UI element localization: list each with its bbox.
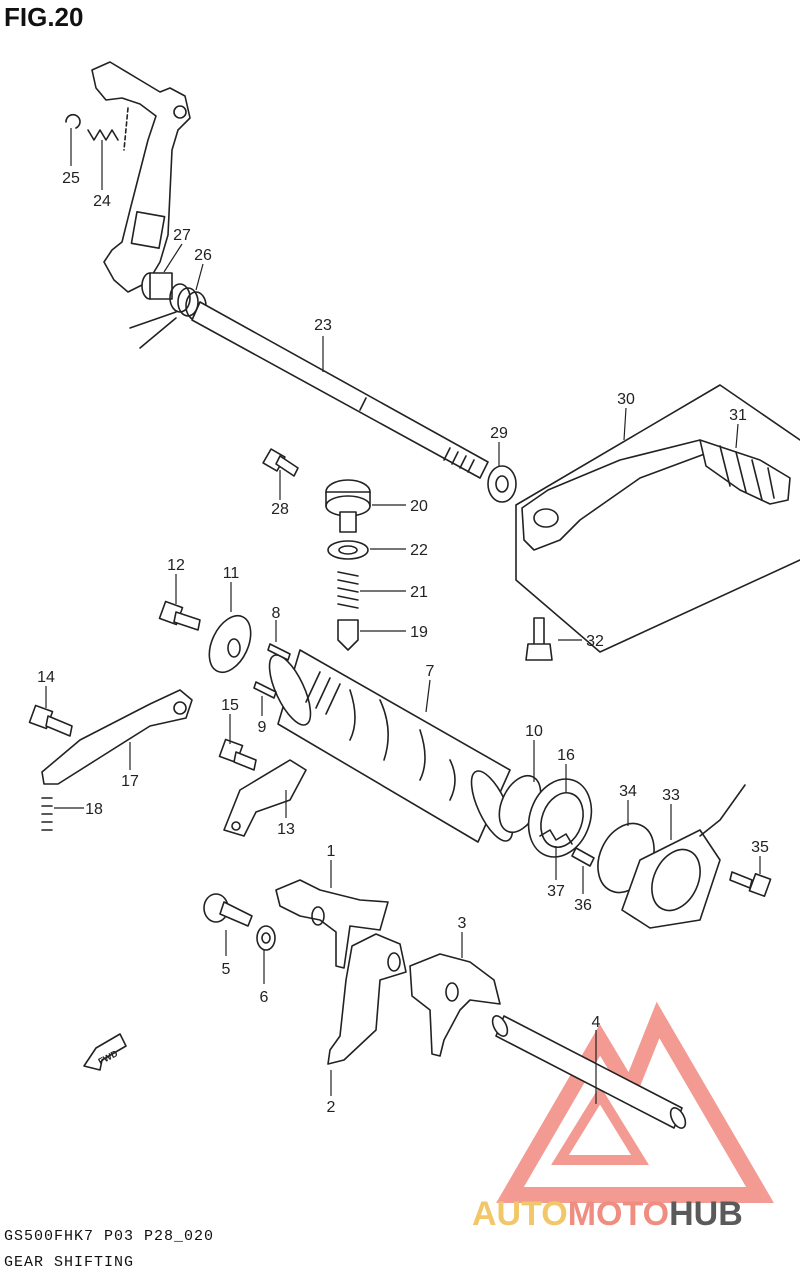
- callout-34: 34: [619, 783, 637, 800]
- watermark-brand: AUTOMOTOHUB: [472, 1195, 743, 1233]
- gearshift-cam-drum: [268, 649, 514, 843]
- bolt-35: [729, 871, 772, 897]
- gearshift-shaft: [191, 301, 489, 479]
- bolt-14: [28, 704, 73, 737]
- callout-4: 4: [592, 1014, 601, 1031]
- shift-fork-shaft: [491, 1015, 687, 1129]
- brand-hub: HUB: [669, 1195, 743, 1233]
- oil-seal: [487, 465, 517, 503]
- shift-fork-1: [275, 879, 389, 969]
- bolt-32: [525, 617, 553, 661]
- shift-fork-3: [409, 953, 501, 1057]
- callout-25: 25: [62, 170, 80, 187]
- callout-numbers: 1 2 3 4 5 6 7 8 9 10 11 12 13 14 15 16 1…: [37, 170, 769, 1116]
- callout-23: 23: [314, 317, 332, 334]
- brand-auto: AUTO: [472, 1195, 568, 1233]
- callout-6: 6: [260, 989, 269, 1006]
- fwd-arrow: FWD: [83, 1033, 127, 1071]
- callout-11: 11: [223, 565, 240, 582]
- callout-16: 16: [557, 747, 575, 764]
- callout-30: 30: [617, 391, 635, 408]
- callout-15: 15: [221, 697, 239, 714]
- callout-31: 31: [729, 407, 747, 424]
- callout-2: 2: [327, 1099, 336, 1116]
- callout-29: 29: [490, 425, 508, 442]
- callout-32: 32: [586, 633, 604, 650]
- callout-9: 9: [258, 719, 267, 736]
- callout-13: 13: [277, 821, 295, 838]
- spring-pin: [539, 829, 595, 867]
- callout-24: 24: [93, 193, 111, 210]
- figure-title: FIG.20: [4, 2, 84, 32]
- callout-21: 21: [410, 584, 428, 601]
- callout-10: 10: [525, 723, 543, 740]
- shift-fork-2: [327, 933, 407, 1065]
- bearing-16: [527, 778, 593, 858]
- shift-arm-assembly: [65, 61, 207, 349]
- callout-3: 3: [458, 915, 467, 932]
- cam-plate: [208, 614, 252, 674]
- callout-28: 28: [271, 501, 289, 518]
- callout-27: 27: [173, 227, 191, 244]
- svg-text:AUTOMOTOHUB: AUTOMOTOHUB: [472, 1195, 743, 1233]
- leader-lines: [45, 128, 761, 1104]
- callout-26: 26: [194, 247, 212, 264]
- bolt-5: [203, 893, 253, 927]
- gearshift-lever: [515, 384, 800, 653]
- bolt-12: [158, 600, 201, 631]
- stopper-arm: [41, 689, 193, 785]
- spring-18: [41, 797, 53, 831]
- callout-19: 19: [410, 624, 428, 641]
- callout-33: 33: [662, 787, 680, 804]
- callout-17: 17: [121, 773, 139, 790]
- washer-6: [256, 925, 276, 951]
- pins: [253, 643, 291, 699]
- callout-12: 12: [167, 557, 185, 574]
- figure-code: GS500FHK7 P03 P28_020: [4, 1228, 215, 1245]
- callout-36: 36: [574, 897, 592, 914]
- callout-37: 37: [547, 883, 565, 900]
- brand-moto: MOTO: [568, 1195, 669, 1233]
- bracket-13: [223, 759, 307, 837]
- callout-22: 22: [410, 542, 428, 559]
- callout-5: 5: [222, 961, 231, 978]
- bolt-15: [218, 738, 257, 771]
- callout-1: 1: [327, 843, 336, 860]
- callout-20: 20: [410, 498, 428, 515]
- callout-8: 8: [272, 605, 281, 622]
- callout-35: 35: [751, 839, 769, 856]
- cam-stopper-group: [325, 479, 371, 651]
- callout-7: 7: [426, 663, 435, 680]
- gear-position-switch: [621, 784, 746, 929]
- bolt-28: [262, 448, 299, 477]
- figure-name: GEAR SHIFTING: [4, 1254, 135, 1271]
- callout-14: 14: [37, 669, 55, 686]
- callout-18: 18: [85, 801, 103, 818]
